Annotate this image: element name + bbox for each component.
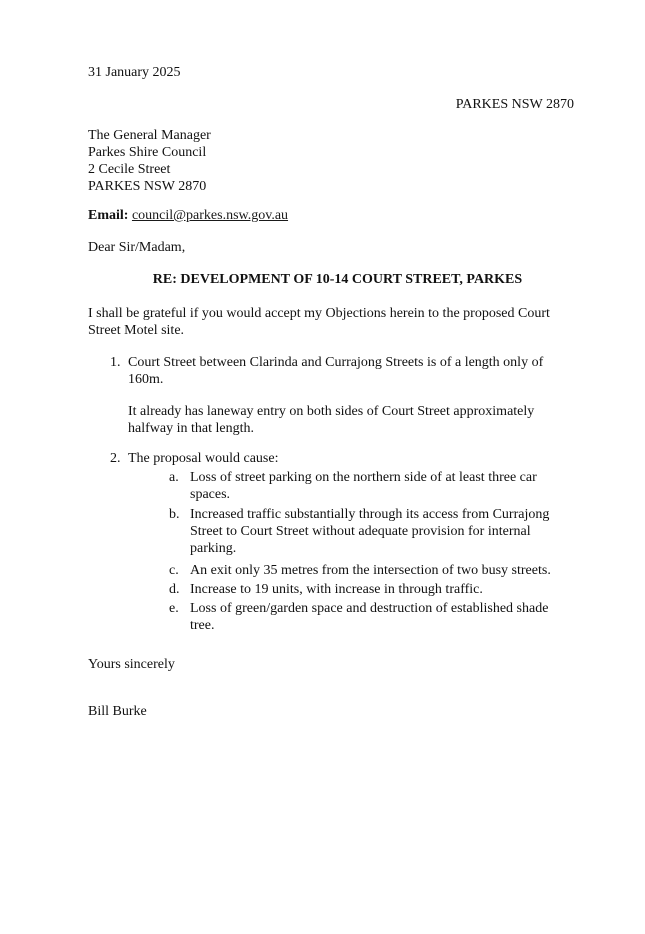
intro-paragraph: I shall be grateful if you would accept … bbox=[88, 306, 550, 338]
sub-item-text: Loss of green/garden space and destructi… bbox=[190, 601, 549, 633]
point-text: The proposal would cause: bbox=[128, 451, 279, 466]
sub-item-letter: e. bbox=[169, 601, 179, 616]
salutation: Dear Sir/Madam, bbox=[88, 240, 186, 255]
recipient-line: Parkes Shire Council bbox=[88, 145, 207, 160]
email-label: Email: bbox=[88, 208, 129, 223]
subject-heading: RE: DEVELOPMENT OF 10-14 COURT STREET, P… bbox=[152, 272, 523, 287]
point-text: Court Street between Clarinda and Curraj… bbox=[128, 355, 544, 387]
sub-item-text: An exit only 35 metres from the intersec… bbox=[190, 563, 551, 578]
recipient-address: The General Manager Parkes Shire Council… bbox=[88, 127, 211, 195]
sub-item-letter: d. bbox=[169, 582, 180, 597]
recipient-line: PARKES NSW 2870 bbox=[88, 179, 207, 194]
point-number: 1. bbox=[110, 355, 121, 370]
sub-item-text: Increased traffic substantially through … bbox=[190, 507, 550, 556]
email-line: Email: council@parkes.nsw.gov.au bbox=[88, 207, 288, 224]
sender-town: PARKES NSW 2870 bbox=[455, 97, 574, 112]
sub-item-letter: b. bbox=[169, 507, 180, 522]
point-note: It already has laneway entry on both sid… bbox=[128, 404, 535, 436]
point-number: 2. bbox=[110, 451, 121, 466]
sub-item-text: Loss of street parking on the northern s… bbox=[190, 470, 537, 502]
email-link[interactable]: council@parkes.nsw.gov.au bbox=[131, 208, 289, 223]
recipient-line: The General Manager bbox=[88, 128, 211, 143]
recipient-line: 2 Cecile Street bbox=[88, 162, 171, 177]
signature-name: Bill Burke bbox=[88, 704, 147, 719]
letter-date: 31 January 2025 bbox=[88, 65, 181, 80]
sub-item-letter: c. bbox=[169, 563, 179, 578]
closing: Yours sincerely bbox=[88, 657, 175, 672]
sub-item-letter: a. bbox=[169, 470, 179, 485]
sub-item-text: Increase to 19 units, with increase in t… bbox=[190, 582, 483, 597]
